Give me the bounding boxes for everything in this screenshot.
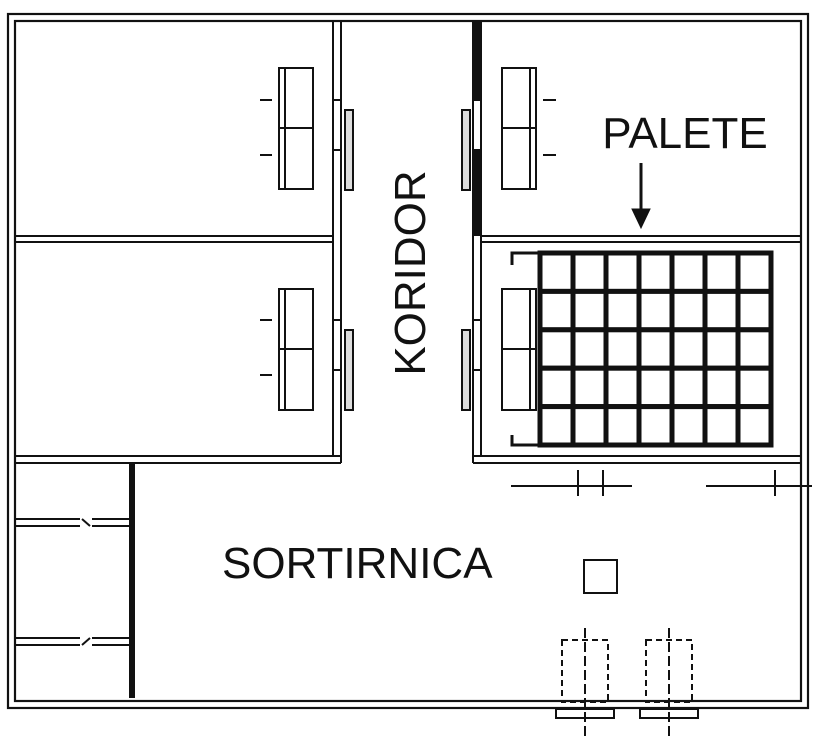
pallet-cell [636,404,675,448]
pallet-cell [603,365,642,410]
pallet-cell [603,327,642,371]
pallet-cell [537,365,576,410]
pallet-cell [603,288,642,333]
interior-walls [15,21,801,464]
pallet-cell [570,288,609,333]
pallet-cell [735,327,774,371]
pallet-cell [702,250,741,294]
pallet-grid [537,250,774,448]
gate-marks [555,628,699,740]
pallet-cell [702,327,741,371]
pallet-cell [669,327,708,371]
pallet-cell [537,327,576,371]
pallet-cell [570,250,609,294]
pallet-cell [735,288,774,333]
pallet-cell [537,404,576,448]
pallet-cell [636,365,675,410]
pallet-cell [735,365,774,410]
pallet-cell [537,288,576,333]
pallet-cell [603,404,642,448]
dimension-marks [511,470,812,496]
pallet-cell [669,404,708,448]
small-rooms [15,463,135,698]
pallet-grid-bracket [510,251,540,447]
label-palete: PALETE [602,109,767,158]
pallet-cell [636,288,675,333]
pallet-cell [669,365,708,410]
pallet-cell [636,327,675,371]
outer-wall [6,12,810,710]
pallet-cell [636,250,675,294]
pallet-cell [669,288,708,333]
pallet-cell [702,288,741,333]
pallet-cell [735,250,774,294]
pallet-cell [669,250,708,294]
pallet-cell [603,250,642,294]
pallet-cell [570,327,609,371]
column-square [583,559,618,594]
palete-arrow [631,163,651,230]
label-koridor: KORIDOR [386,170,435,375]
pallet-cell [702,365,741,410]
pallet-cell [735,404,774,448]
pallet-cell [702,404,741,448]
doors [260,67,556,411]
pallet-cell [570,404,609,448]
pallet-cell [570,365,609,410]
pallet-cell [537,250,576,294]
label-sortirnica: SORTIRNICA [222,539,493,588]
